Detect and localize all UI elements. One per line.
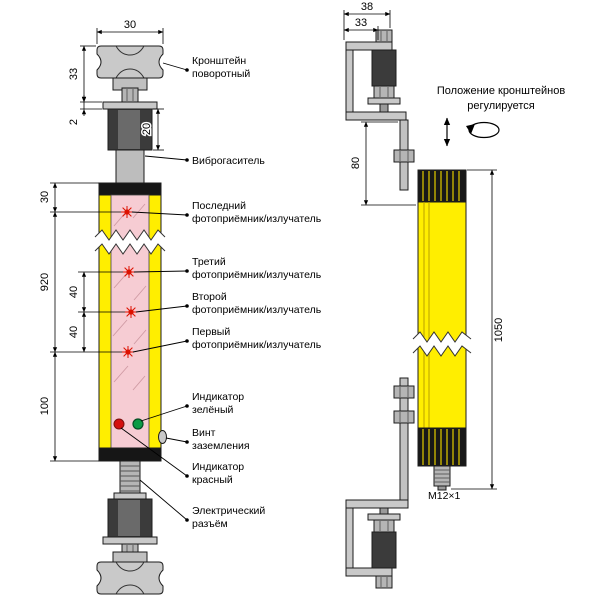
dim-text: 2	[68, 119, 80, 125]
bolt-icon	[121, 87, 139, 103]
mounting-rod-top	[115, 149, 145, 184]
label-beam-second: Второй фотоприёмник/излучатель	[135, 291, 322, 316]
housing-cap-top	[98, 182, 162, 196]
label-bracket: Кронштейн поворотный	[162, 55, 250, 80]
front-view: 30 33 2 20	[38, 19, 322, 595]
label-indicator-red: Индикатор красный	[120, 427, 244, 486]
side-bracket-top	[345, 29, 415, 191]
dim-plate-thickness: 2	[67, 95, 102, 127]
label-text: зелёный	[192, 404, 233, 416]
label-text: Винт	[192, 427, 216, 439]
label-indicator-green: Индикатор зелёный	[140, 391, 244, 422]
emitter-first-icon	[121, 345, 135, 359]
label-text: красный	[192, 474, 233, 486]
side-connector	[433, 465, 451, 491]
dim-bracket-depth: 33	[343, 17, 379, 40]
label-ground-screw: Винт заземления	[165, 427, 250, 452]
side-view: M12×1 38	[343, 1, 566, 589]
dim-text: 40	[68, 286, 80, 298]
dim-text: 38	[361, 1, 373, 13]
break-band-side	[413, 332, 471, 356]
emitter-last-icon	[120, 205, 134, 219]
dim-text: 30	[39, 191, 51, 203]
thread-label: M12×1	[428, 490, 461, 502]
label-text: разъём	[192, 518, 228, 530]
label-beam-first: Первый фотоприёмник/излучатель	[132, 326, 322, 353]
dim-overall-depth: 38	[343, 1, 391, 40]
label-text: фотоприёмник/излучатель	[192, 339, 322, 351]
ribbed-cap-bottom	[417, 427, 467, 467]
dim-damper-height: 20	[140, 108, 164, 151]
label-damper: Виброгаситель	[144, 155, 265, 167]
dim-text: 40	[68, 326, 80, 338]
electrical-connector	[113, 460, 147, 500]
label-text: Индикатор	[192, 391, 244, 403]
label-text: Кронштейн	[192, 55, 246, 67]
break-band-front	[94, 229, 166, 255]
emitter-second-icon	[124, 305, 138, 319]
dim-top-to-last-beam: 30	[39, 182, 58, 213]
rotating-bracket-top	[96, 45, 164, 110]
emitter-third-icon	[122, 265, 136, 279]
dim-text: 30	[124, 19, 136, 31]
dim-text: 33	[355, 17, 367, 29]
label-beam-third: Третий фотоприёмник/излучатель	[133, 256, 322, 281]
label-text: заземления	[192, 440, 250, 452]
label-text: фотоприёмник/излучатель	[192, 213, 322, 225]
dim-housing-length: 1050	[451, 169, 505, 490]
dim-text: 1050	[493, 318, 505, 342]
dim-text: 33	[68, 68, 80, 80]
label-text: Виброгаситель	[192, 155, 265, 167]
red-indicator-icon	[113, 418, 125, 430]
dim-text: 80	[350, 157, 362, 169]
dim-beam-pitch-lower: 40	[68, 311, 87, 353]
dim-text: 20	[141, 123, 153, 135]
label-connector: Электрический разъём	[139, 479, 265, 530]
label-text: Третий	[192, 256, 226, 268]
dim-beam-pitch-upper: 40	[68, 271, 87, 313]
damper-highlight-2	[118, 500, 140, 536]
side-housing-body	[417, 201, 467, 429]
glass-hatch	[112, 203, 147, 391]
ground-screw-tab	[158, 430, 167, 444]
dim-first-beam-to-bottom: 100	[39, 351, 58, 462]
label-text: поворотный	[192, 68, 250, 80]
label-beam-last: Последний фотоприёмник/излучатель	[131, 200, 322, 225]
dim-beam-span: 920	[38, 211, 58, 353]
label-text: фотоприёмник/излучатель	[192, 304, 322, 316]
side-housing	[412, 169, 472, 467]
note-text: регулируется	[467, 100, 535, 112]
green-indicator-icon	[132, 418, 144, 430]
label-text: Электрический	[192, 505, 265, 517]
label-text: Индикатор	[192, 461, 244, 473]
dim-text: 920	[39, 273, 51, 291]
label-text: Второй	[192, 291, 227, 303]
dim-bracket-to-zone: 80	[349, 121, 416, 206]
label-text: Последний	[192, 200, 246, 212]
cap-ribs	[422, 171, 460, 201]
label-text: фотоприёмник/излучатель	[192, 269, 322, 281]
rotation-arrow-icon	[466, 121, 500, 139]
dim-bracket-width: 30	[96, 19, 164, 44]
dim-text: 100	[39, 397, 51, 415]
note-text: Положение кронштейнов	[437, 85, 566, 97]
cap-ribs	[422, 429, 460, 465]
adjustment-note: Положение кронштейнов регулируется	[437, 85, 566, 147]
rotating-bracket-bottom	[96, 536, 164, 595]
dim-bracket-height: 33	[68, 45, 102, 103]
label-text: Первый	[192, 326, 230, 338]
side-bracket-bottom	[345, 377, 415, 589]
damper-highlight	[118, 110, 140, 149]
